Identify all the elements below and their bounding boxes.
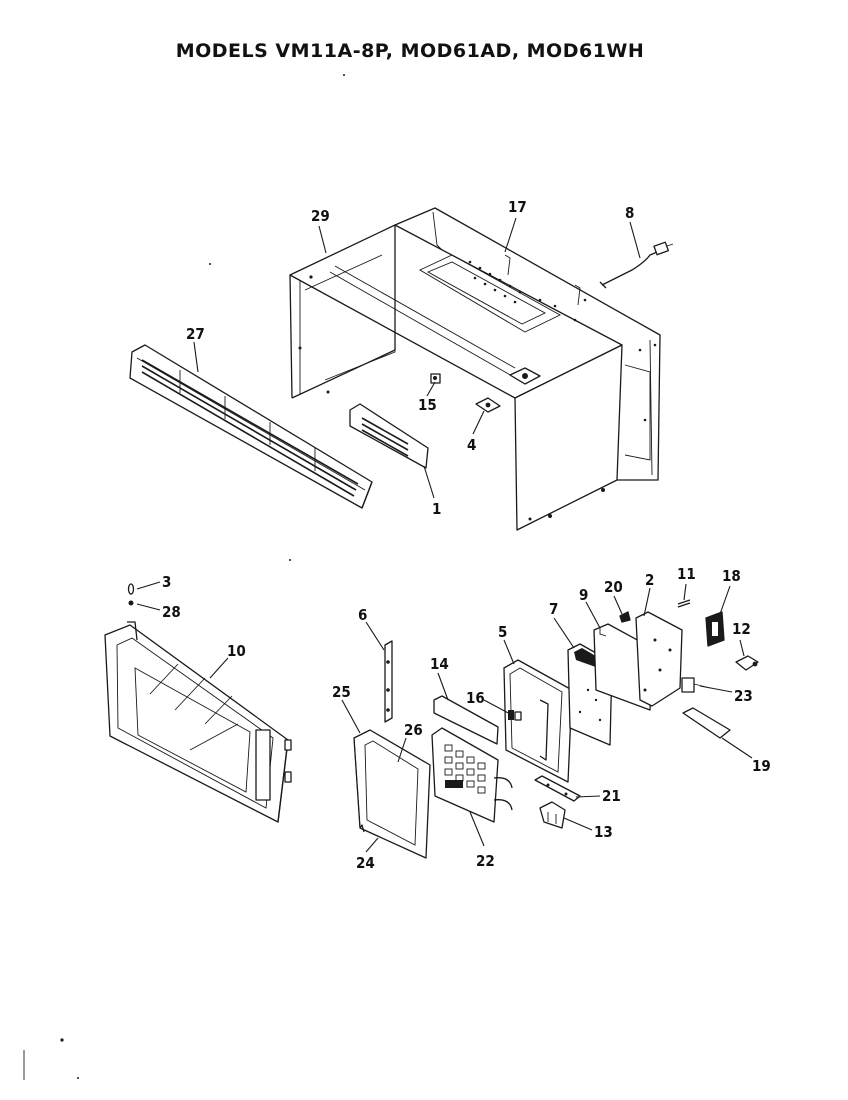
part-28-washer xyxy=(128,600,134,606)
callout-20: 20 xyxy=(604,578,623,596)
callout-16: 16 xyxy=(466,689,485,707)
part-22-keypad xyxy=(431,727,513,823)
callout-22: 22 xyxy=(476,852,495,870)
callout-25: 25 xyxy=(332,683,351,701)
callout-18: 18 xyxy=(722,567,741,585)
part-29-cabinet xyxy=(289,224,623,531)
callout-19: 19 xyxy=(752,757,771,775)
callout-21: 21 xyxy=(602,787,621,805)
callout-13: 13 xyxy=(594,823,613,841)
part-18-latch xyxy=(705,611,725,647)
part-13-latch-bracket xyxy=(539,801,566,829)
part-10-door xyxy=(104,621,292,823)
callout-5: 5 xyxy=(498,623,507,641)
part-11-pin xyxy=(677,599,691,608)
part-27-front-grille xyxy=(129,344,373,509)
part-23-thermal-fuse xyxy=(681,677,711,693)
part-1-vent-bracket xyxy=(349,403,429,469)
callout-26: 26 xyxy=(404,721,423,739)
callout-15: 15 xyxy=(418,396,437,414)
callout-labels: 29 17 8 27 1 15 4 3 28 10 6 25 26 24 14 … xyxy=(162,198,771,872)
callout-1: 1 xyxy=(432,500,441,518)
callout-29: 29 xyxy=(311,207,330,225)
part-25-door-frame xyxy=(353,729,431,859)
callout-27: 27 xyxy=(186,325,205,343)
part-4-bracket xyxy=(475,397,501,413)
callout-4: 4 xyxy=(467,436,476,454)
callout-14: 14 xyxy=(430,655,449,673)
part-21-hinge xyxy=(534,775,581,802)
part-19-filter-plate xyxy=(682,707,731,739)
part-15-clip xyxy=(430,373,441,384)
part-17-back-panel xyxy=(394,207,661,481)
diagram-title: MODELS VM11A-8P, MOD61AD, MOD61WH xyxy=(175,40,645,62)
callout-2: 2 xyxy=(645,571,654,589)
callout-6: 6 xyxy=(358,606,367,624)
scan-specks xyxy=(23,74,345,1080)
callout-10: 10 xyxy=(227,642,246,660)
part-20-fastener xyxy=(619,611,631,623)
callout-24: 24 xyxy=(356,854,375,872)
callout-23: 23 xyxy=(734,687,753,705)
part-12-switch xyxy=(735,655,759,671)
part-14-label-plate xyxy=(433,695,499,745)
part-5-control-box xyxy=(503,659,573,783)
callout-11: 11 xyxy=(677,565,696,583)
part-16-relay xyxy=(514,711,522,721)
leader-lines xyxy=(136,217,753,853)
part-3-screw xyxy=(127,583,135,595)
part-2-bracket-plate xyxy=(635,611,683,707)
callout-17: 17 xyxy=(508,198,527,216)
callout-8: 8 xyxy=(625,204,634,222)
part-8-power-cord xyxy=(599,241,674,289)
callout-7: 7 xyxy=(549,600,558,618)
callout-12: 12 xyxy=(732,620,751,638)
part-6-hinge-bracket xyxy=(384,640,393,723)
callout-28: 28 xyxy=(162,603,181,621)
callout-3: 3 xyxy=(162,573,171,591)
callout-9: 9 xyxy=(579,586,588,604)
